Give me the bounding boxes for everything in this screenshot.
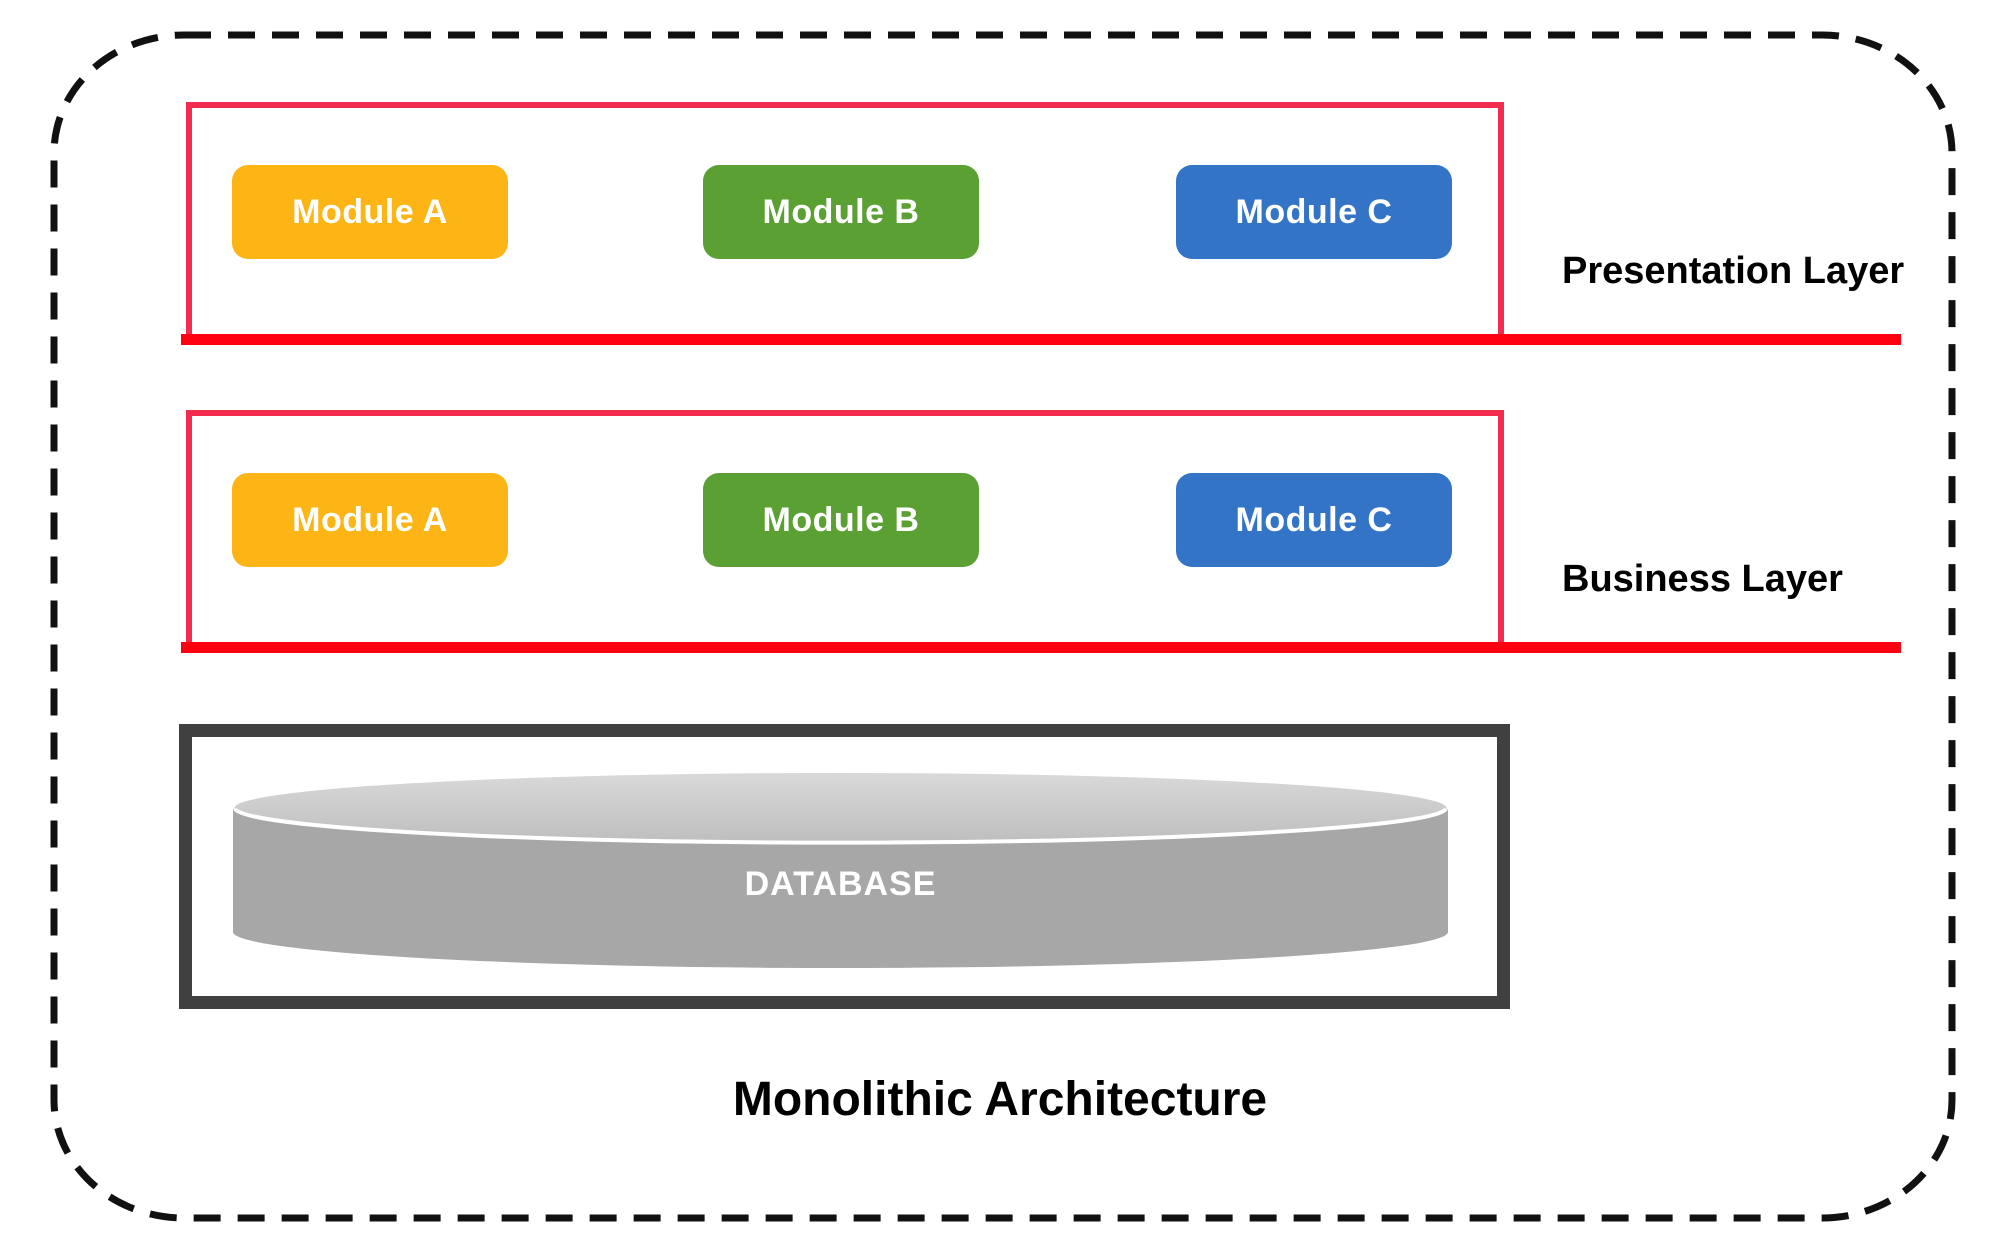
module-label: Module B (762, 192, 920, 231)
business-layer-underline (181, 642, 1901, 653)
database-cylinder-icon (233, 773, 1448, 968)
business-module-a: Module A (232, 473, 508, 567)
business-layer-label: Business Layer (1562, 558, 1843, 600)
business-module-b: Module B (703, 473, 979, 567)
presentation-layer-underline (181, 334, 1901, 345)
module-label: Module B (762, 500, 920, 539)
module-label: Module C (1235, 500, 1393, 539)
business-module-c: Module C (1176, 473, 1452, 567)
diagram-title: Monolithic Architecture (732, 1073, 1268, 1126)
database-box: DATABASE (179, 724, 1510, 1009)
presentation-module-c: Module C (1176, 165, 1452, 259)
module-label: Module A (292, 500, 448, 539)
database-label: DATABASE (744, 865, 937, 903)
presentation-module-a: Module A (232, 165, 508, 259)
presentation-layer-label: Presentation Layer (1562, 250, 1905, 292)
module-label: Module C (1235, 192, 1393, 231)
module-label: Module A (292, 192, 448, 231)
presentation-module-b: Module B (703, 165, 979, 259)
